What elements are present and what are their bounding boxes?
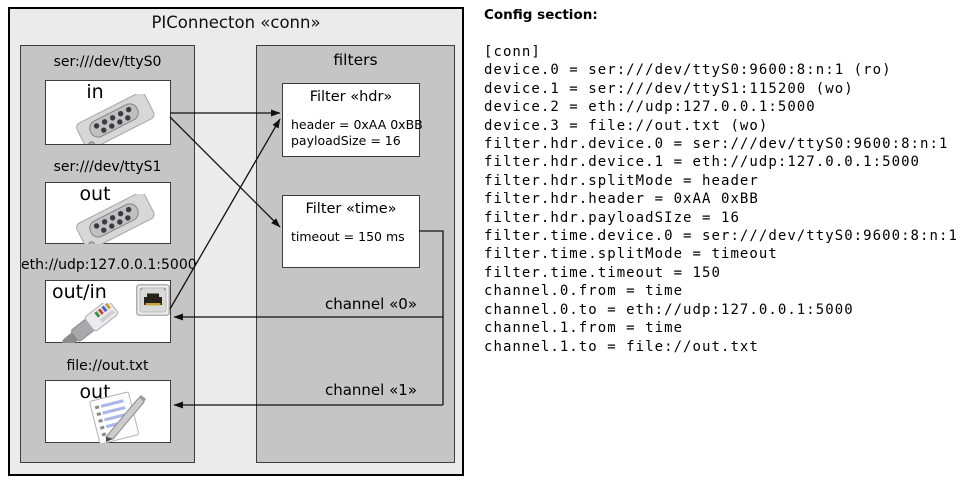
channel-0-label: channel «0» (324, 295, 417, 313)
device-box-file-out: out (45, 380, 171, 443)
config-line: device.2 = eth://udp:127.0.0.1:5000 (484, 99, 816, 116)
ethernet-port-icon (136, 284, 170, 316)
config-line: channel.0.to = eth://udp:127.0.0.1:5000 (484, 301, 854, 318)
config-line: filter.time.timeout = 150 (484, 264, 721, 281)
config-line: filter.time.device.0 = ser:///dev/ttyS0:… (484, 228, 958, 245)
filters-title: filters (333, 51, 378, 69)
config-line: filter.hdr.payloadSIze = 16 (484, 209, 740, 226)
device-url-label-ttys0: ser:///dev/ttyS0 (53, 54, 162, 70)
device-direction-label: out (79, 183, 111, 205)
config-line: channel.0.from = time (484, 283, 684, 300)
serial-connector-icon (76, 94, 155, 144)
filter-box-hdr: Filter «hdr» header = 0xAA 0xBB payloadS… (282, 83, 423, 157)
diagram-title: PIConnecton «conn» (151, 13, 321, 32)
device-url-label-udp: eth://udp:127.0.0.1:5000 (21, 257, 197, 273)
config-line: [conn] (484, 44, 541, 60)
config-line: filter.hdr.device.0 = ser:///dev/ttyS0:9… (484, 136, 949, 153)
filter-hdr-attr-header: header = 0xAA 0xBB (291, 117, 423, 132)
device-box-ttys1-out: out (45, 182, 171, 244)
config-section: Config section: [conn] device.0 = ser://… (484, 6, 962, 356)
connection-diagram: PIConnecton «conn» ser:///dev/ttyS0 in (8, 7, 464, 476)
filter-time-attr-timeout: timeout = 150 ms (291, 229, 405, 244)
device-direction-label: out/in (52, 281, 107, 303)
devices-container: ser:///dev/ttyS0 in ser:/// (20, 45, 197, 463)
device-box-ttys0-in: in (45, 80, 171, 145)
device-direction-label: in (86, 81, 104, 103)
filter-box-time: Filter «time» timeout = 150 ms (282, 195, 420, 268)
filters-container: filters Filter «hdr» header = 0xAA 0xBB … (256, 45, 455, 463)
config-line: channel.1.from = time (484, 320, 684, 337)
config-line: filter.hdr.device.1 = eth://udp:127.0.0.… (484, 154, 921, 171)
config-line: device.0 = ser:///dev/ttyS0:9600:8:n:1 (… (484, 62, 892, 79)
config-heading: Config section: (484, 7, 598, 23)
filter-hdr-attr-payloadsize: payloadSize = 16 (291, 133, 401, 148)
config-line: filter.time.splitMode = timeout (484, 246, 778, 263)
config-line: filter.hdr.header = 0xAA 0xBB (484, 191, 759, 208)
channel-1-label: channel «1» (324, 381, 417, 399)
config-line: device.3 = file://out.txt (wo) (484, 117, 769, 134)
config-line: channel.1.to = file://out.txt (484, 338, 759, 355)
filter-hdr-title: Filter «hdr» (309, 89, 393, 105)
notepad-icon (89, 391, 146, 443)
device-url-label-ttys1: ser:///dev/ttyS1 (53, 159, 162, 175)
config-line: filter.hdr.splitMode = header (484, 172, 759, 189)
device-box-udp-outin: out/in (45, 280, 171, 343)
filter-time-title: Filter «time» (305, 201, 397, 217)
config-line: device.1 = ser:///dev/ttyS1:115200 (wo) (484, 80, 854, 97)
serial-connector-icon (76, 194, 155, 244)
device-direction-label: out (79, 381, 111, 403)
config-listing: [conn] device.0 = ser:///dev/ttyS0:9600:… (484, 43, 962, 356)
ethernet-plug-icon (62, 303, 119, 343)
device-url-label-file: file://out.txt (66, 358, 149, 374)
